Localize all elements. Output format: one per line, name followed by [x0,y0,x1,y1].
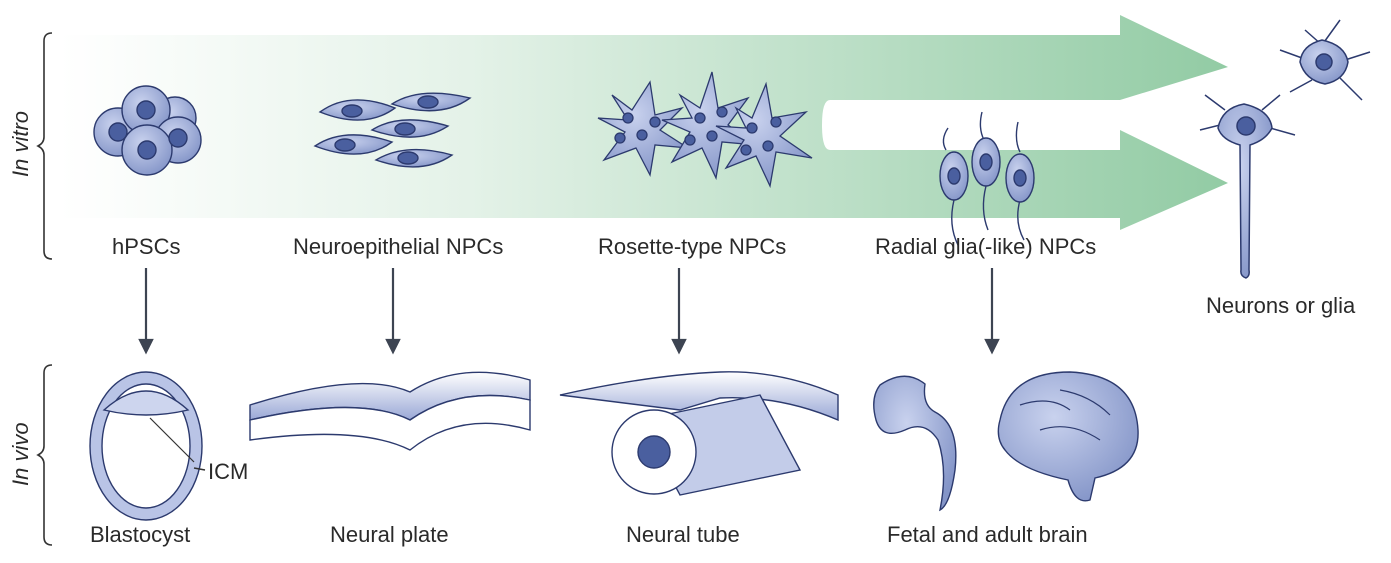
neural-tube-icon [559,371,839,496]
hpsc-label: hPSCs [112,234,181,259]
neural-plate-icon [249,371,531,451]
hpsc-cluster-icon [93,85,202,176]
neural-plate-label: Neural plate [330,522,449,547]
brain-label: Fetal and adult brain [887,522,1088,547]
in-vitro-label: In vitro [8,110,33,177]
rosette-label: Rosette-type NPCs [598,234,787,259]
neurons-label: Neurons or glia [1206,293,1356,318]
radial-glia-cells-icon [939,111,1035,246]
vertical-arrows [138,268,1000,355]
neuron-glia-icon [1199,19,1371,279]
in-vivo-label: In vivo [8,422,33,486]
neural-tube-label: Neural tube [626,522,740,547]
neuroepithelial-cells-icon [313,92,472,168]
in-vitro-bracket [36,32,53,260]
brain-icon [873,371,1139,512]
blastocyst-icon [89,371,206,521]
radial-glia-label: Radial glia(-like) NPCs [875,234,1097,259]
blastocyst-label: Blastocyst [90,522,191,547]
neuroepithelial-label: Neuroepithelial NPCs [293,234,504,259]
icm-label: ICM [208,459,249,484]
in-vivo-bracket [36,364,53,546]
rosette-cells-icon [597,71,813,189]
